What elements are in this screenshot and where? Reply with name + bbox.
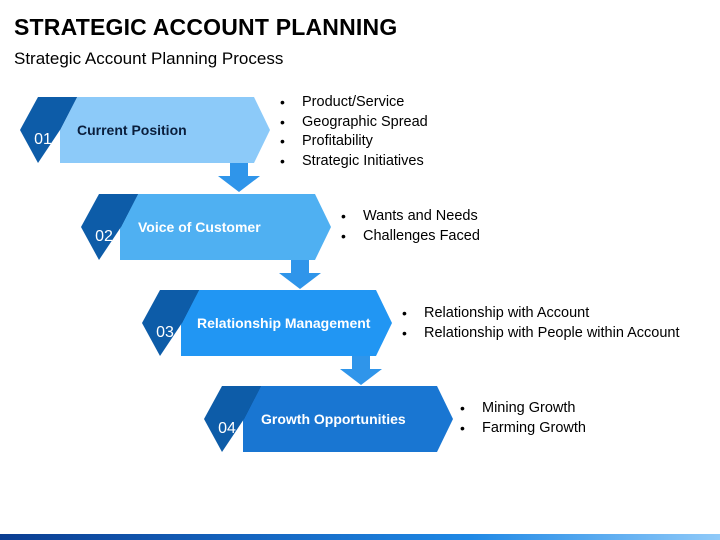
step-1-label: Current Position	[77, 122, 187, 138]
bullet-item: Mining Growth	[458, 399, 586, 419]
step-4-label: Growth Opportunities	[261, 411, 406, 427]
bullet-item: Profitability	[278, 132, 428, 152]
step-3-arrow-box	[181, 290, 392, 356]
connector-arrow-2-3	[279, 260, 321, 289]
bullet-item: Wants and Needs	[339, 207, 480, 227]
step-1-bullet-list: Product/Service Geographic Spread Profit…	[278, 93, 428, 171]
bullet-item: Farming Growth	[458, 419, 586, 439]
step-4-arrow-box	[243, 386, 453, 452]
bullet-item: Product/Service	[278, 93, 428, 113]
step-3-hexagon	[142, 290, 199, 356]
step-3-label: Relationship Management	[197, 315, 371, 331]
bullet-item: Challenges Faced	[339, 227, 480, 247]
step-2-bullet-list: Wants and Needs Challenges Faced	[339, 207, 480, 246]
footer-accent-bar	[0, 534, 720, 540]
step-3-number: 03	[156, 324, 174, 341]
step-2-label: Voice of Customer	[138, 219, 261, 235]
page-title: STRATEGIC ACCOUNT PLANNING	[14, 14, 398, 40]
step-2-number: 02	[95, 228, 113, 245]
step-2-arrow-box	[120, 194, 331, 260]
step-4-bullet-list: Mining Growth Farming Growth	[458, 399, 586, 438]
step-1	[20, 97, 270, 163]
step-4	[204, 386, 453, 452]
connector-arrow-3-4	[340, 356, 382, 385]
step-1-hexagon	[20, 97, 77, 163]
bullet-item: Strategic Initiatives	[278, 152, 428, 172]
bullet-item: Relationship with Account	[400, 304, 680, 324]
bullet-item: Relationship with People within Account	[400, 324, 680, 344]
step-3	[142, 290, 392, 356]
step-2	[81, 194, 331, 260]
bullet-item: Geographic Spread	[278, 113, 428, 133]
step-4-hexagon	[204, 386, 261, 452]
step-4-number: 04	[218, 420, 236, 437]
page-subtitle: Strategic Account Planning Process	[14, 49, 284, 68]
step-1-number: 01	[34, 131, 52, 148]
connector-arrow-1-2	[218, 163, 260, 192]
step-2-hexagon	[81, 194, 138, 260]
step-1-arrow-box	[60, 97, 270, 163]
step-3-bullet-list: Relationship with Account Relationship w…	[400, 304, 680, 343]
